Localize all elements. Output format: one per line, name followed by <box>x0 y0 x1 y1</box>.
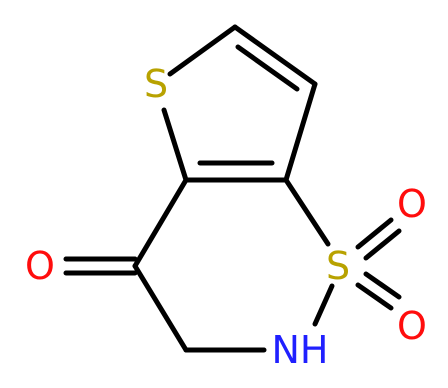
bond-s-o-bottom-a <box>355 282 394 311</box>
atom-s-sulfonyl: S <box>326 244 350 288</box>
atom-o-sulfonyl-top: O <box>397 182 427 226</box>
bond-s-o-bottom-b <box>363 271 402 300</box>
bond-c3-c7a <box>283 81 318 183</box>
bond-s1-c2 <box>167 24 238 77</box>
bond-c2-c3 <box>232 24 318 87</box>
atom-s-thiophene: S <box>144 62 168 106</box>
bond-c3a-c4 <box>132 177 189 269</box>
bond-s-o-top-a <box>355 217 394 250</box>
atom-o-ketone: O <box>25 244 55 288</box>
atom-o-sulfonyl-bottom: O <box>397 304 427 348</box>
bond-c4-c5 <box>132 263 189 353</box>
bond-s-o-top-b <box>363 228 402 261</box>
bond-c2-c3-inner <box>235 44 300 92</box>
bond-c3a-s1 <box>161 107 189 183</box>
atom-nh: NH <box>272 328 329 372</box>
bond-s-n <box>312 283 335 327</box>
bond-c7a-s <box>283 177 331 247</box>
